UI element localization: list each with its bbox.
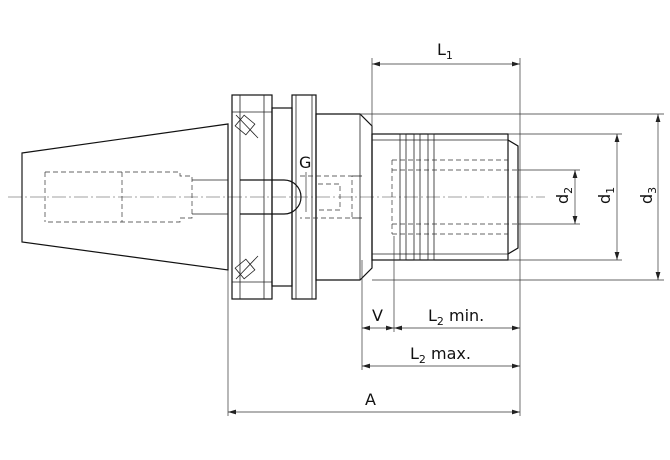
label-d3: d3	[637, 187, 659, 204]
label-l2-min: L2 min.	[428, 306, 484, 328]
label-d1: d1	[595, 187, 617, 204]
label-g: G	[299, 153, 311, 172]
dimension-labels: L1 L2 min. V L2 max. A G d2 d1 d3	[299, 40, 659, 409]
clamping-nose	[371, 133, 519, 261]
dimension-lines	[228, 61, 661, 415]
extension-lines	[227, 58, 664, 416]
label-v: V	[372, 306, 383, 325]
label-a: A	[365, 390, 376, 409]
label-l2-max: L2 max.	[410, 344, 471, 366]
flange	[231, 94, 317, 300]
label-l1: L1	[437, 40, 453, 62]
label-d2: d2	[553, 187, 575, 204]
